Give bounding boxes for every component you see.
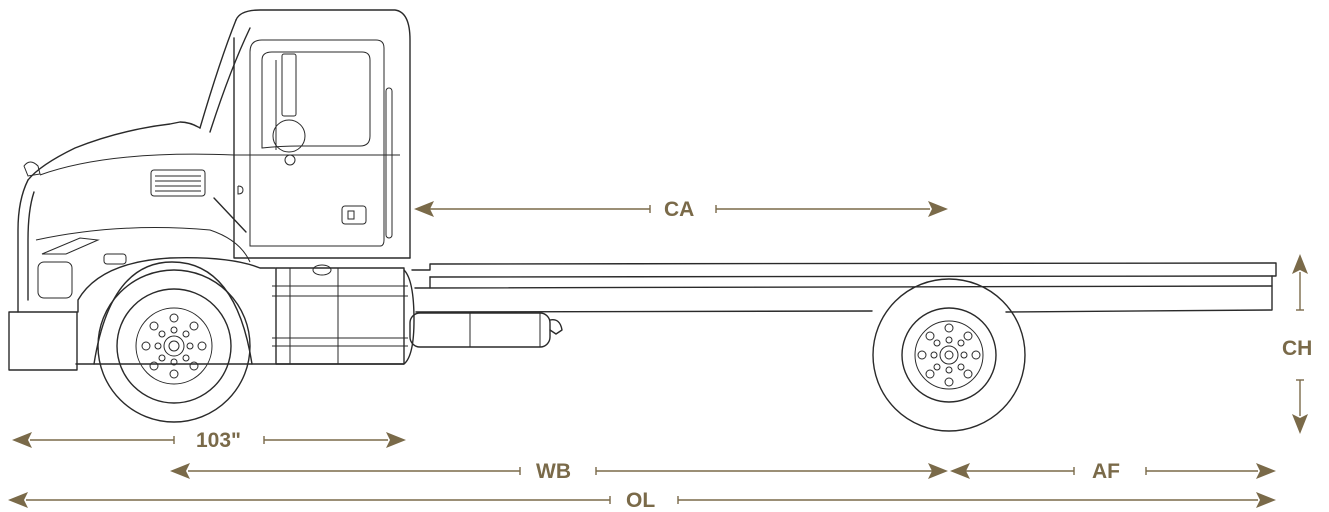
ch-dimension-line bbox=[1292, 254, 1308, 434]
cab-body bbox=[8, 9, 411, 371]
ol-label: OL bbox=[626, 489, 656, 512]
chassis-frame-rail bbox=[411, 262, 1277, 313]
wb-dimension-line bbox=[170, 463, 948, 479]
muffler bbox=[409, 312, 563, 348]
front-wheel bbox=[93, 261, 253, 423]
truck-outline bbox=[8, 9, 1277, 432]
af-dimension-line bbox=[950, 463, 1276, 479]
ch-label: CH bbox=[1282, 337, 1313, 360]
rear-wheel bbox=[872, 278, 1026, 432]
fuel-tank-step bbox=[75, 264, 415, 365]
ol-dimension-line bbox=[8, 492, 1276, 508]
bbc-dimension-line bbox=[12, 432, 406, 448]
ca-label: CA bbox=[664, 198, 695, 221]
bbc-label: 103" bbox=[196, 429, 241, 452]
ca-dimension-line bbox=[414, 201, 948, 217]
af-label: AF bbox=[1092, 460, 1120, 483]
wb-label: WB bbox=[536, 460, 571, 483]
